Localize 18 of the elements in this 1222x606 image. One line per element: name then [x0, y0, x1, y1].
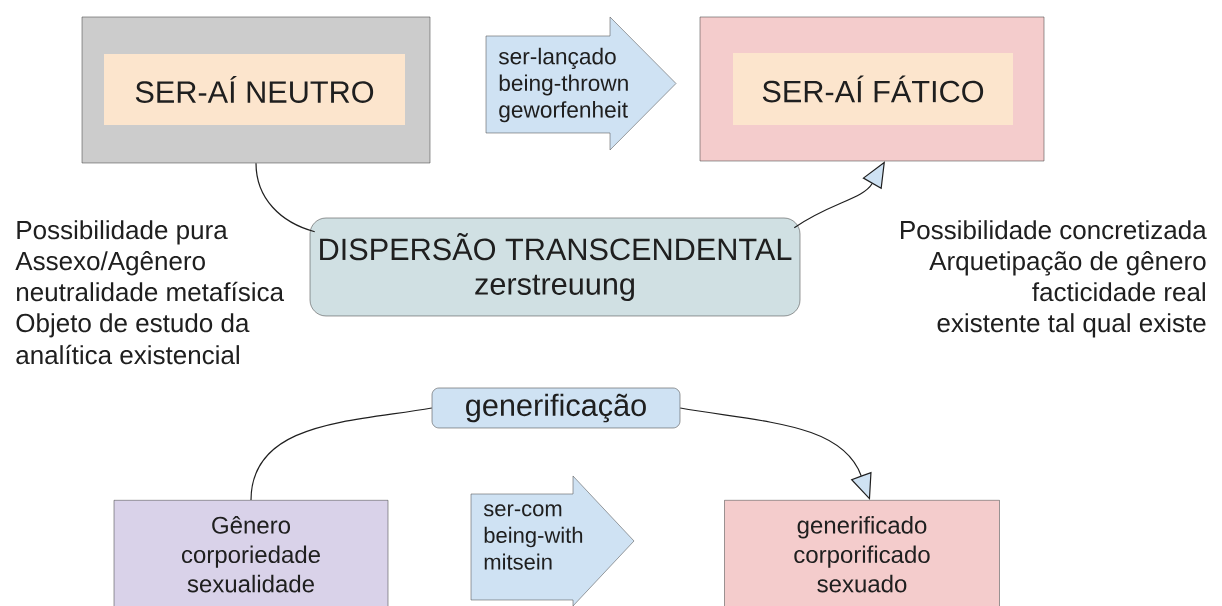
title-box: SER-AÍ FÁTICO: [733, 53, 1013, 125]
text-box: Gênero corporiedade sexualidade: [113, 500, 389, 606]
rounded-box: generificação: [431, 387, 681, 429]
side-note: existente tal qual existe: [937, 313, 1206, 338]
side-note: facticidade real: [1032, 282, 1205, 302]
side-note: analítica existencial: [16, 344, 239, 365]
side-note: Objeto de estudo da: [16, 313, 250, 338]
side-note: Possibilidade concretizada: [901, 220, 1207, 240]
connector: [679, 407, 872, 500]
connector: [250, 407, 433, 501]
side-note: Assexo/Agênero: [15, 251, 205, 276]
rounded-box: DISPERSÃO TRANSCENDENTAL zerstreuung: [309, 217, 801, 317]
side-note: Possibilidade pura: [17, 220, 228, 245]
connector: [255, 162, 316, 233]
text-box: generificado corporificado sexuado: [724, 500, 1000, 606]
title-box: SER-AÍ NEUTRO: [104, 54, 405, 125]
side-note: neutralidade metafísica: [17, 281, 285, 302]
side-note: Arquetipação de gênero: [929, 251, 1206, 276]
